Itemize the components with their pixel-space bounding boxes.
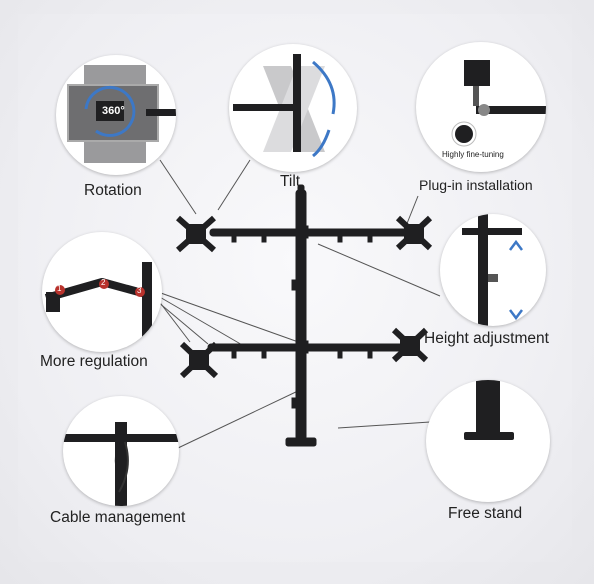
plugin-circle: Highly fine-tuning xyxy=(416,42,546,172)
stand-label: Free stand xyxy=(448,505,523,522)
height-circle xyxy=(440,214,546,326)
rotation-badge: 360° xyxy=(102,105,125,117)
height-label: Height adjustment xyxy=(424,330,549,347)
upper-knobs xyxy=(231,233,373,243)
cable-circle xyxy=(63,396,179,506)
monitor-stand xyxy=(207,184,415,447)
plugin-caption: Highly fine-tuning xyxy=(442,150,504,159)
cable-label: Cable management xyxy=(50,509,186,526)
marker-3: 3 xyxy=(137,286,142,295)
regulation-circle: 1 2 3 xyxy=(42,232,162,352)
marker-1: 1 xyxy=(57,284,62,293)
vesa-plate-bottom-left xyxy=(179,341,219,379)
stand-circle xyxy=(426,380,550,502)
lower-knobs xyxy=(231,349,373,359)
rotation-circle: 360° xyxy=(56,55,176,175)
tilt-label: Tilt xyxy=(280,173,301,190)
vesa-plate-top-left xyxy=(176,215,216,253)
rotation-label: Rotation xyxy=(84,182,142,199)
vesa-plate-bottom-right xyxy=(391,327,429,363)
marker-2: 2 xyxy=(101,278,106,287)
plugin-label: Plug-in installation xyxy=(419,177,533,193)
vesa-plate-top-right xyxy=(395,215,433,251)
tilt-circle xyxy=(229,44,357,172)
leader-lines xyxy=(157,159,441,449)
regulation-label: More regulation xyxy=(40,353,148,370)
